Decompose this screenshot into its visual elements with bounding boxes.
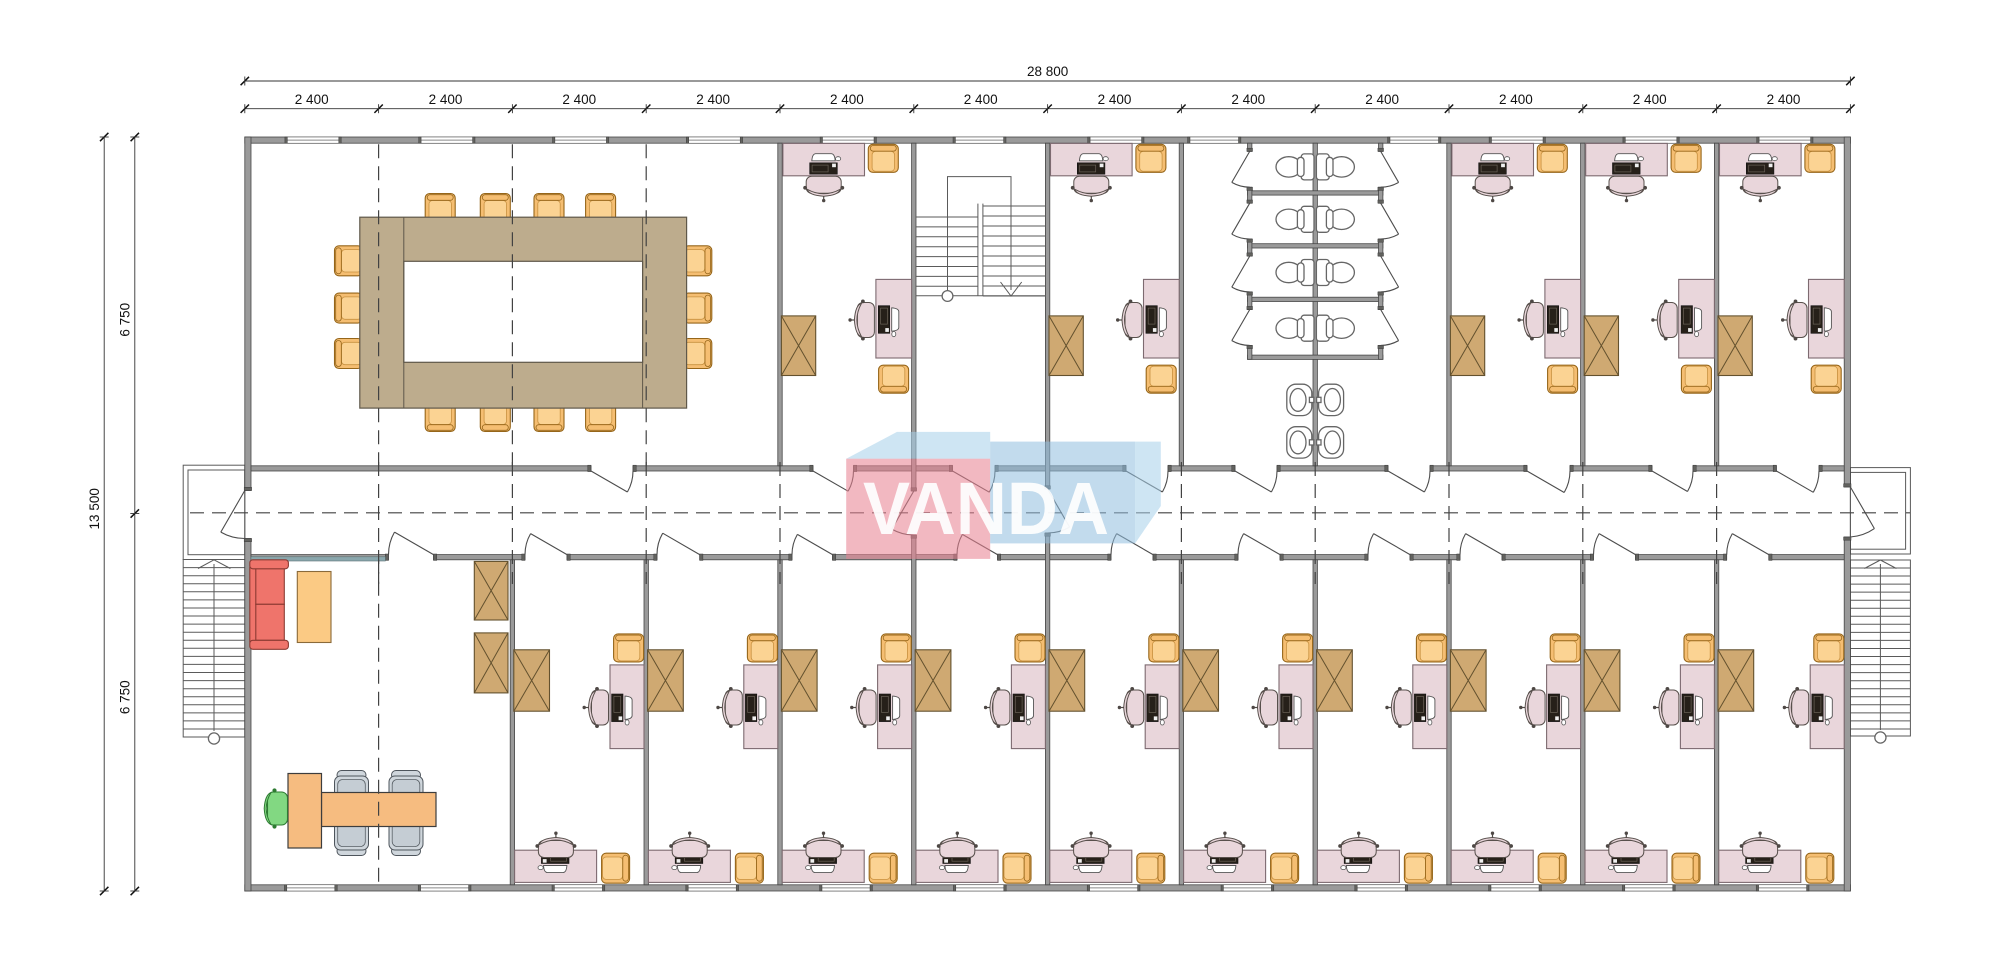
svg-text:13 500: 13 500	[87, 488, 102, 529]
svg-text:6 750: 6 750	[118, 303, 133, 337]
svg-text:28 800: 28 800	[1027, 64, 1068, 79]
svg-text:2 400: 2 400	[1499, 92, 1533, 107]
svg-text:2 400: 2 400	[1633, 92, 1667, 107]
svg-text:2 400: 2 400	[1098, 92, 1132, 107]
svg-text:VANDA: VANDA	[863, 467, 1109, 550]
svg-text:2 400: 2 400	[830, 92, 864, 107]
svg-text:2 400: 2 400	[429, 92, 463, 107]
svg-text:2 400: 2 400	[1231, 92, 1265, 107]
svg-text:2 400: 2 400	[964, 92, 998, 107]
svg-text:2 400: 2 400	[295, 92, 329, 107]
svg-text:6 750: 6 750	[118, 680, 133, 714]
svg-text:2 400: 2 400	[562, 92, 596, 107]
svg-text:2 400: 2 400	[1365, 92, 1399, 107]
svg-text:2 400: 2 400	[696, 92, 730, 107]
svg-text:2 400: 2 400	[1767, 92, 1801, 107]
